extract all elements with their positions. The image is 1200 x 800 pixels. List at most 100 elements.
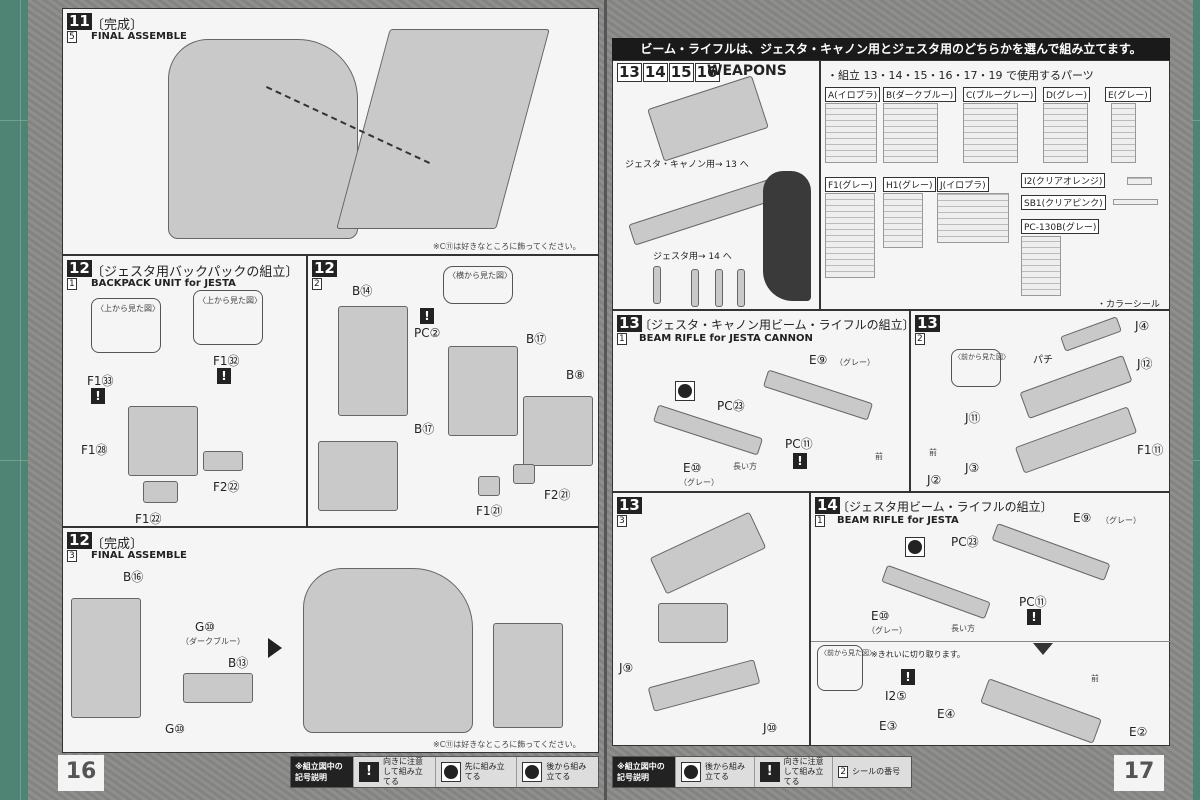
step-number: 13 bbox=[617, 63, 642, 82]
part bbox=[653, 266, 661, 304]
part-label: J⑪ bbox=[965, 411, 981, 425]
part-label: J⑩ bbox=[763, 721, 778, 735]
mat-grid-line bbox=[20, 0, 21, 800]
step-13-3-panel: 13 3 J⑨ J⑩ bbox=[612, 492, 810, 746]
view-bubble: 〈上から見た図〉 bbox=[193, 290, 263, 345]
part-label: F1㉜ bbox=[213, 354, 240, 368]
substep: 2 bbox=[915, 333, 925, 345]
step-13-2-panel: 〈前から見た図〉 13 2 パチ J④ J⑫ J⑪ J③ J② F1⑪ 前 bbox=[910, 310, 1170, 492]
long-side-label: 長い方 bbox=[733, 462, 757, 471]
part-label: E⑩ bbox=[871, 609, 890, 623]
part bbox=[715, 269, 723, 307]
warning-icon: ! bbox=[793, 453, 807, 469]
part-label: I2⑤ bbox=[885, 689, 907, 703]
warning-icon: ! bbox=[217, 368, 231, 384]
jesta-rifle bbox=[628, 178, 778, 246]
part-label: G⑩ bbox=[195, 620, 216, 634]
legend-text: 先に組み立てる bbox=[464, 762, 505, 781]
warning-icon: ! bbox=[759, 762, 780, 782]
part bbox=[658, 603, 728, 643]
legend-header: ※組立図中の記号説明 bbox=[291, 757, 353, 787]
backpack-part bbox=[71, 598, 141, 718]
step-13-1-panel: 13 〔ジェスタ・キャノン用ビーム・ライフルの組立〕 1 BEAM RIFLE … bbox=[612, 310, 915, 492]
step-title-en: FINAL ASSEMBLE bbox=[91, 31, 187, 42]
cut-note: ※きれいに切り取ります。 bbox=[871, 650, 965, 659]
assemble-later-icon bbox=[522, 762, 543, 782]
runner-label: F1(グレー) bbox=[825, 177, 876, 192]
view-label: 〈上から見た図〉 bbox=[198, 296, 262, 305]
part bbox=[1060, 316, 1122, 352]
backpack-part bbox=[336, 29, 550, 229]
runner-H1 bbox=[883, 193, 923, 248]
backpack-part bbox=[128, 406, 198, 476]
weapons-panel: 13 14 15 16 WEAPONS ジェスタ・キャノン用→ 13 へ ジェス… bbox=[612, 60, 820, 310]
part-label: E④ bbox=[937, 707, 956, 721]
part-label: E③ bbox=[879, 719, 898, 733]
front-label: 前 bbox=[929, 448, 937, 457]
part-label: J④ bbox=[1135, 319, 1150, 333]
color-label: （グレー） bbox=[1101, 516, 1141, 525]
part-label: F1㉑ bbox=[476, 504, 503, 518]
part-label: E⑨ bbox=[809, 353, 828, 367]
view-label: 〈上から見た図〉 bbox=[96, 304, 160, 313]
substep: 1 bbox=[67, 278, 77, 290]
step-12-2-panel: 〈横から見た図〉 12 2 B⑭ ! PC② B⑰ B⑰ B⑧ F1㉑ F2㉑ bbox=[307, 255, 599, 527]
step-number: 16 bbox=[694, 63, 720, 82]
step-numbers: 13 14 15 16 bbox=[617, 63, 720, 82]
cannon-rifle bbox=[647, 75, 769, 162]
symbol-legend: ※組立図中の記号説明 !向きに注意して組み立てる 先に組み立てる 後から組み立て… bbox=[290, 756, 599, 788]
part bbox=[513, 464, 535, 484]
note: ※C⑪は好きなところに飾ってください。 bbox=[433, 740, 581, 749]
step-title-jp: 〔ジェスタ・キャノン用ビーム・ライフルの組立〕 bbox=[639, 318, 915, 332]
step-12-3-panel: 12 〔完成〕 3 FINAL ASSEMBLE B⑯ G⑩ （ダークブルー） … bbox=[62, 527, 599, 753]
part-label: B⑧ bbox=[566, 368, 585, 382]
note: ※C⑪は好きなところに飾ってください。 bbox=[433, 242, 581, 251]
part bbox=[203, 451, 243, 471]
part-label: E⑩ bbox=[683, 461, 702, 475]
step-number: 12 bbox=[67, 531, 92, 549]
color-label: （グレー） bbox=[835, 358, 875, 367]
part-label: F1㉝ bbox=[87, 374, 114, 388]
part-label: B⑰ bbox=[414, 422, 435, 436]
part bbox=[523, 396, 593, 466]
step-14-1-panel: 〈前から見た図〉 14 〔ジェスタ用ビーム・ライフルの組立〕 1 BEAM RI… bbox=[810, 492, 1171, 746]
step-number: 13 bbox=[617, 314, 642, 332]
part-label: F2㉒ bbox=[213, 480, 240, 494]
down-arrow-icon bbox=[1033, 643, 1053, 655]
runner-C bbox=[963, 103, 1018, 163]
legend-item: 先に組み立てる bbox=[434, 757, 517, 787]
step-number: 14 bbox=[815, 496, 840, 514]
runner-B bbox=[883, 103, 938, 163]
view-bubble: 〈横から見た図〉 bbox=[443, 266, 513, 304]
part-label: B⑬ bbox=[228, 656, 249, 670]
part bbox=[691, 269, 699, 307]
warning-icon: ! bbox=[901, 669, 915, 685]
substep: 3 bbox=[617, 515, 627, 527]
legend-item: 後から組み立てる bbox=[516, 757, 598, 787]
part-label: J⑨ bbox=[619, 661, 634, 675]
substep: 3 bbox=[67, 550, 77, 562]
legend-text: シールの番号 bbox=[852, 767, 901, 776]
page-number: 16 bbox=[58, 755, 104, 791]
runner-label: B(ダークブルー) bbox=[883, 87, 957, 102]
part-label: PC② bbox=[414, 326, 441, 340]
color-label: （ダークブルー） bbox=[181, 637, 245, 646]
runner-SB1 bbox=[1113, 199, 1158, 205]
step-title-en: BEAM RIFLE for JESTA bbox=[837, 515, 959, 526]
part-label: B⑰ bbox=[526, 332, 547, 346]
view-bubble: 〈前から見た図〉 bbox=[817, 645, 876, 691]
legend-header: ※組立図中の記号説明 bbox=[613, 757, 675, 787]
part-label: E② bbox=[1129, 725, 1148, 739]
legend-text: 向きに注意して組み立てる bbox=[383, 757, 423, 786]
runner-D bbox=[1043, 103, 1088, 163]
rifle-body bbox=[980, 678, 1102, 744]
assemble-later-icon bbox=[681, 762, 701, 782]
weapon-label: ジェスタ・キャノン用→ 13 へ bbox=[625, 160, 749, 170]
snap-label: パチ bbox=[1033, 355, 1053, 366]
step-12-1-panel: 〈上から見た図〉 〈上から見た図〉 12 〔ジェスタ用バックパックの組立〕 1 … bbox=[62, 255, 307, 527]
step-title-jp: 〔完成〕 bbox=[91, 537, 144, 552]
part-label: F1⑪ bbox=[1137, 443, 1164, 457]
backpack-part bbox=[493, 623, 563, 728]
